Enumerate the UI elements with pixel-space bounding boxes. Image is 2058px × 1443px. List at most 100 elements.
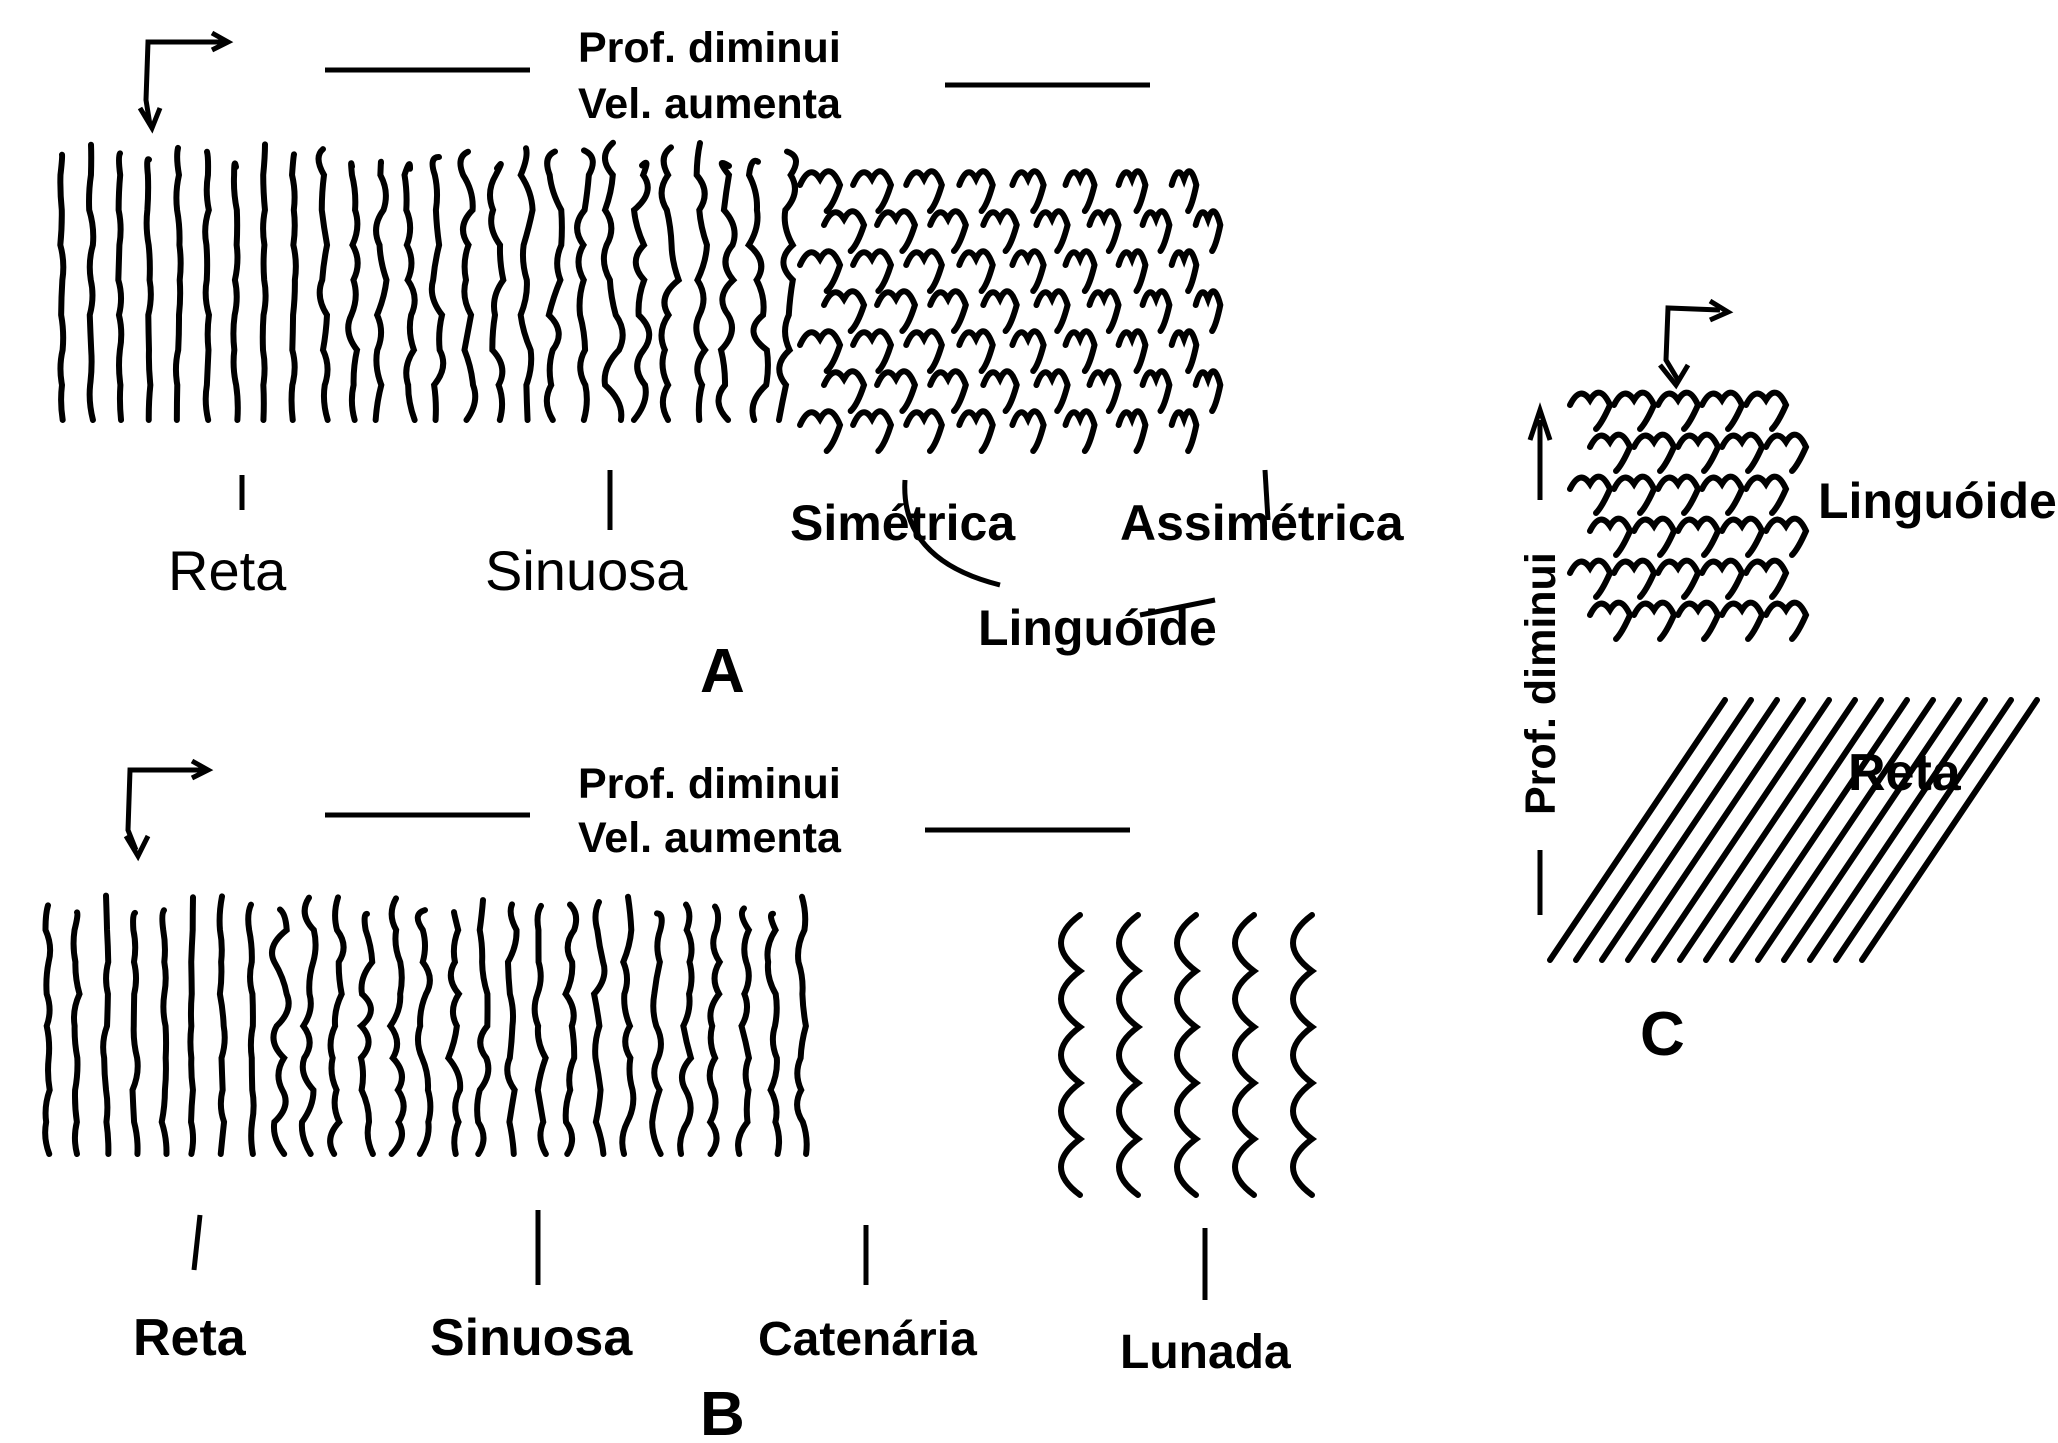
- linguoid-crest: [853, 411, 891, 451]
- linguoid-crest: [1702, 477, 1742, 513]
- header-depth-a: Prof. diminui: [578, 24, 841, 72]
- ripple-crest: [680, 905, 691, 1154]
- header-depth-b: Prof. diminui: [578, 760, 841, 808]
- linguoid-crest: [1119, 331, 1146, 371]
- label-lunada-b: Lunada: [1120, 1326, 1291, 1379]
- ripple-crest: [652, 913, 662, 1154]
- straight-crest: [1784, 700, 1959, 960]
- linguoid-crest: [1012, 171, 1043, 211]
- linguoid-crest: [1172, 171, 1197, 211]
- axis-label-c: Prof. diminui: [1517, 552, 1565, 815]
- pointer-ticks-a: [242, 470, 1268, 615]
- linguoid-crest: [1090, 211, 1119, 251]
- linguoid-crest: [1722, 519, 1762, 555]
- ripple-crest: [661, 147, 678, 420]
- linguoid-crest: [1634, 435, 1674, 471]
- header-velocity-b: Vel. aumenta: [578, 814, 842, 862]
- linguoid-crest: [877, 291, 915, 331]
- ripple-crest: [710, 907, 720, 1154]
- ripple-crest: [205, 152, 209, 420]
- linguoid-crest: [1090, 291, 1119, 331]
- linguoid-crest: [1658, 393, 1698, 429]
- linguoid-crest: [800, 411, 840, 451]
- lunate-crest: [1235, 915, 1254, 1195]
- linguoid-crest: [800, 171, 840, 211]
- ripple-crest: [319, 149, 328, 420]
- ripple-crest: [779, 152, 796, 420]
- linguoid-crest: [1722, 435, 1762, 471]
- ripple-crest: [507, 904, 516, 1154]
- ripple-crests-a: [60, 143, 1220, 451]
- ripple-crest: [622, 897, 633, 1154]
- ripple-crest: [220, 896, 225, 1154]
- ripple-crest: [418, 910, 431, 1154]
- linguoid-crest: [1119, 411, 1146, 451]
- ripple-crest: [390, 898, 403, 1154]
- straight-crest: [1550, 700, 1725, 960]
- ripple-crest: [118, 153, 121, 420]
- label-sinuosa-b: Sinuosa: [430, 1309, 633, 1367]
- lunate-crest: [1177, 915, 1196, 1195]
- linguoid-crest: [1702, 561, 1742, 597]
- linguoid-crest: [853, 171, 891, 211]
- linguoid-crest: [906, 171, 942, 211]
- linguoid-crest: [1614, 561, 1654, 597]
- straight-crest: [1576, 700, 1751, 960]
- straight-crest: [1706, 700, 1881, 960]
- linguoid-crest: [1766, 603, 1806, 639]
- linguoid-crest: [983, 371, 1016, 411]
- linguoid-crest: [959, 171, 992, 211]
- label-catenaria-b: Catenária: [758, 1313, 977, 1366]
- linguoid-crest: [1036, 291, 1067, 331]
- ripple-crest: [767, 914, 779, 1154]
- lunate-crest: [1061, 915, 1080, 1195]
- straight-crest: [1862, 700, 2037, 960]
- ripple-crest: [566, 905, 577, 1154]
- linguoid-crest: [1036, 211, 1067, 251]
- ripple-crest: [147, 159, 151, 420]
- ripple-crest: [738, 908, 749, 1154]
- linguoid-crest: [930, 371, 966, 411]
- ripple-crest: [361, 914, 373, 1154]
- label-reta-a: Reta: [168, 539, 287, 602]
- linguoid-crest: [1066, 171, 1095, 211]
- linguoid-crest: [800, 251, 840, 291]
- linguoid-crest: [1066, 331, 1095, 371]
- linguoid-crest: [1172, 331, 1197, 371]
- linguoid-crest: [983, 291, 1016, 331]
- panel-a: Prof. diminui Vel. aumenta Reta Sinuosa …: [60, 24, 1404, 706]
- linguoid-crest: [959, 411, 992, 451]
- linguoid-crest: [930, 211, 966, 251]
- label-linguoide-c: Linguóide: [1818, 473, 2057, 529]
- ripple-crest: [477, 900, 488, 1154]
- linguoid-crest: [1614, 393, 1654, 429]
- ripple-crest: [248, 905, 253, 1154]
- linguoid-crest: [906, 251, 942, 291]
- linguoid-crest: [1590, 435, 1630, 471]
- ripple-crest: [460, 152, 475, 420]
- linguoid-crest: [1012, 331, 1043, 371]
- linguoid-crest: [1634, 519, 1674, 555]
- linguoid-crest: [824, 291, 864, 331]
- ripple-crest: [103, 896, 108, 1154]
- linguoid-crest: [1066, 251, 1095, 291]
- ripple-crest: [749, 161, 768, 420]
- ripple-crest: [535, 906, 546, 1154]
- ripple-crest: [45, 905, 50, 1154]
- linguoid-crest: [930, 291, 966, 331]
- linguoid-crest: [877, 211, 915, 251]
- linguoid-crest: [824, 371, 864, 411]
- flow-direction-arrow-c: [1660, 301, 1728, 385]
- ripple-crest: [448, 912, 460, 1154]
- ripple-crest: [60, 155, 63, 420]
- linguoid-crest: [1570, 477, 1610, 513]
- flow-direction-arrow-a: [140, 33, 228, 128]
- linguoid-crest: [1634, 603, 1674, 639]
- linguoid-crest: [1678, 435, 1718, 471]
- straight-crest: [1680, 700, 1855, 960]
- linguoid-crest: [1678, 603, 1718, 639]
- ripple-crest: [634, 163, 649, 420]
- linguoid-crest: [1196, 291, 1221, 331]
- linguoid-crest: [1722, 603, 1762, 639]
- ripple-crest: [547, 152, 562, 420]
